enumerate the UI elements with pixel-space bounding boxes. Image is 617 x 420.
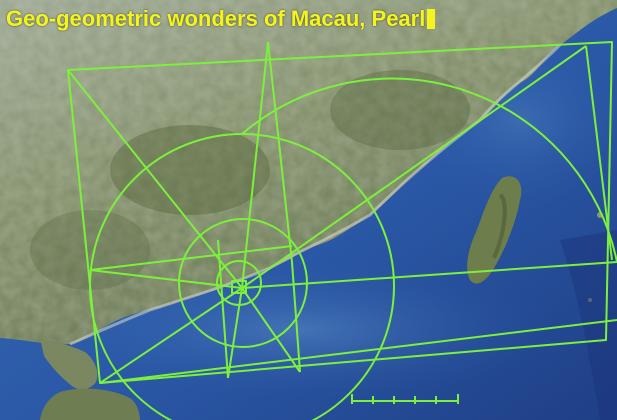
outer-frame-overlay — [67, 41, 613, 384]
title-cut-glyph — [427, 9, 436, 29]
scale-bar-icon — [351, 394, 459, 404]
hainan-island — [40, 388, 140, 420]
geometric-overlay — [67, 41, 617, 420]
outer-arc-overlay — [241, 77, 617, 263]
map-title-text: Geo-geometric wonders of Macau, Pearl — [6, 6, 426, 31]
taiwan-island — [467, 176, 522, 284]
map-title: Geo-geometric wonders of Macau, Pearl — [6, 6, 436, 32]
leizhou-peninsula — [40, 338, 98, 390]
